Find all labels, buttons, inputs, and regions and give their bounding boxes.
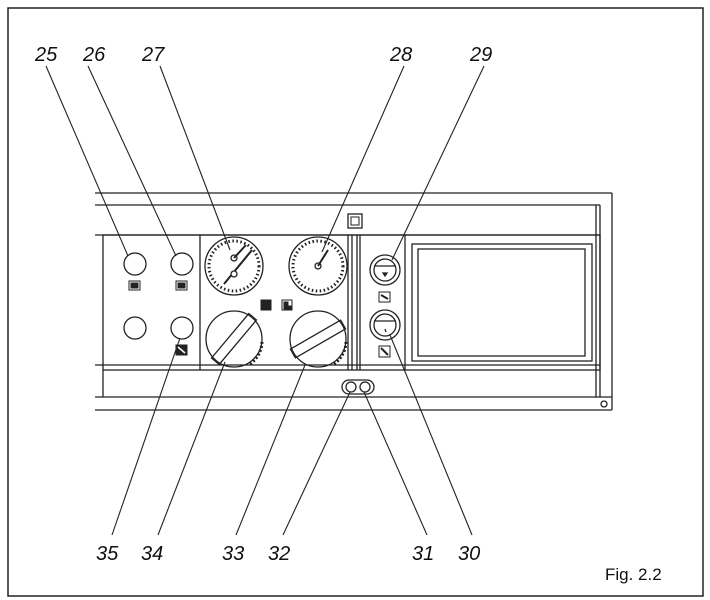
callout-27: 27 bbox=[141, 44, 165, 66]
lamp-blank bbox=[123, 316, 147, 340]
indicator-square bbox=[347, 213, 363, 229]
callout-26: 26 bbox=[82, 44, 106, 66]
callout-29: 29 bbox=[469, 44, 492, 66]
display-window bbox=[411, 243, 593, 362]
callout-32: 32 bbox=[268, 543, 290, 565]
gauge-28 bbox=[288, 236, 348, 296]
figure-caption: Fig. 2.2 bbox=[605, 565, 662, 584]
leader-lines bbox=[45, 65, 485, 536]
callout-33: 33 bbox=[222, 543, 244, 565]
callout-28: 28 bbox=[389, 44, 412, 66]
switch-30 bbox=[369, 309, 401, 341]
gauge-27 bbox=[204, 236, 264, 296]
control-panel bbox=[95, 192, 613, 411]
lamp-25 bbox=[123, 252, 147, 276]
callout-35: 35 bbox=[96, 543, 119, 565]
lamp-35 bbox=[170, 316, 194, 340]
callout-31: 31 bbox=[412, 543, 434, 565]
switch-29 bbox=[369, 254, 401, 286]
callout-34: 34 bbox=[141, 543, 163, 565]
callout-25: 25 bbox=[34, 44, 58, 66]
figure-frame bbox=[7, 7, 704, 597]
connectors bbox=[341, 379, 375, 395]
lamp-26 bbox=[170, 252, 194, 276]
indicator-lamps bbox=[123, 252, 194, 340]
knob-34 bbox=[205, 310, 264, 368]
symbol-icons bbox=[128, 280, 391, 358]
knob-33 bbox=[289, 310, 348, 368]
callout-30: 30 bbox=[458, 543, 480, 565]
